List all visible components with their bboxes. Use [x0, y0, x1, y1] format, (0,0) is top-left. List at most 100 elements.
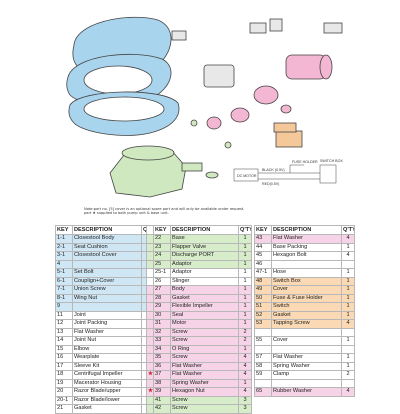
qty-cell: 1: [341, 268, 355, 278]
description-cell: Couplign+Cover: [72, 276, 142, 286]
description-cell: Gasket: [72, 404, 142, 414]
note-line-1: Note:part no. [5] cover is an optional s…: [84, 207, 245, 211]
flapper-valve: [205, 171, 219, 179]
description-cell: Base Packing: [271, 242, 342, 252]
qty-cell: 1: [341, 353, 355, 363]
key-cell: 30: [153, 310, 171, 320]
qty-cell: [341, 327, 355, 337]
qty-cell: 1: [238, 293, 252, 303]
key-cell: 33: [153, 336, 171, 346]
key-cell: 14: [55, 336, 73, 346]
description-cell: Slinger: [170, 276, 239, 286]
description-cell: Screw: [170, 327, 239, 337]
schematic-fuse-label: FUSE HOLDER: [292, 160, 318, 164]
description-cell: Joint: [72, 310, 142, 320]
description-cell: Screw: [170, 353, 239, 363]
key-cell: 12: [55, 319, 73, 329]
flexible-impeller: [206, 116, 222, 130]
mark-cell: [146, 353, 154, 363]
schematic-motor-box: [233, 168, 259, 182]
key-cell: 7-1: [55, 285, 73, 295]
header-description: DESCRIPTION: [72, 225, 142, 235]
qty-cell: 1: [238, 276, 252, 286]
mark-cell: [146, 327, 154, 337]
key-cell: 58: [254, 361, 272, 371]
qty-cell: 1: [341, 302, 355, 312]
key-cell: 8-1: [55, 293, 73, 303]
description-cell: Hexagon Bolt: [271, 251, 342, 261]
description-cell: Closestool Body: [72, 234, 142, 244]
description-cell: Joint Packing: [72, 319, 142, 329]
wearplate: [171, 30, 187, 41]
mark-cell: [146, 404, 154, 414]
description-cell: Screw: [170, 336, 239, 346]
key-cell: 3-1: [55, 251, 73, 261]
description-cell: Fuse & Fuse Holder: [271, 293, 342, 303]
description-cell: Flat Washer: [271, 234, 342, 244]
pump-base-assembly: [109, 145, 219, 198]
qty-cell: 1: [238, 344, 252, 354]
pump-parts: [171, 18, 343, 149]
mark-cell: [146, 336, 154, 346]
qty-cell: 4: [238, 370, 252, 380]
key-cell: 50: [254, 293, 272, 303]
description-cell: Screw: [170, 404, 239, 414]
key-cell: 15: [55, 344, 73, 354]
mark-cell: [146, 234, 154, 244]
qty-cell: 1: [341, 361, 355, 371]
key-cell: 20-1: [55, 395, 73, 405]
qty-cell: 1: [238, 310, 252, 320]
header-qty: Q'TY: [238, 225, 252, 235]
description-cell: [271, 378, 342, 388]
qty-cell: 1: [238, 302, 252, 312]
seat-opening: [83, 65, 153, 95]
wing-nut: [224, 141, 232, 149]
description-cell: Tapping Screw: [271, 319, 342, 329]
mark-cell: [146, 395, 154, 405]
table-row: [254, 378, 355, 388]
joint: [269, 18, 283, 32]
description-cell: Adaptor: [170, 268, 239, 278]
description-cell: Switch Box: [271, 276, 342, 286]
key-cell: 42: [153, 404, 171, 414]
key-cell: 20: [55, 387, 73, 397]
mark-cell: [146, 285, 154, 295]
table-row: 46: [254, 259, 355, 269]
qty-cell: 4: [341, 387, 355, 397]
header-key: KEY: [153, 225, 171, 235]
description-cell: Flat Washer: [271, 353, 342, 363]
key-cell: 47-1: [254, 268, 272, 278]
description-cell: Razor Blade/lower: [72, 395, 142, 405]
toilet-seat-assembly: [66, 16, 180, 136]
qty-cell: 1: [238, 234, 252, 244]
description-cell: [271, 344, 342, 354]
qty-cell: 1: [341, 285, 355, 295]
header-qty: Q'TY: [341, 225, 355, 235]
header-key: KEY: [55, 225, 73, 235]
header-description: DESCRIPTION: [271, 225, 342, 235]
description-cell: Joint Nut: [72, 336, 142, 346]
key-cell: 36: [153, 361, 171, 371]
key-cell: 53: [254, 319, 272, 329]
description-cell: Wing Nut: [72, 293, 142, 303]
key-cell: 22: [153, 234, 171, 244]
description-cell: Seal: [170, 310, 239, 320]
description-cell: Centrifugal Impeller: [72, 370, 142, 380]
mark-cell: ★: [146, 370, 154, 380]
switch-cover: [273, 122, 297, 133]
